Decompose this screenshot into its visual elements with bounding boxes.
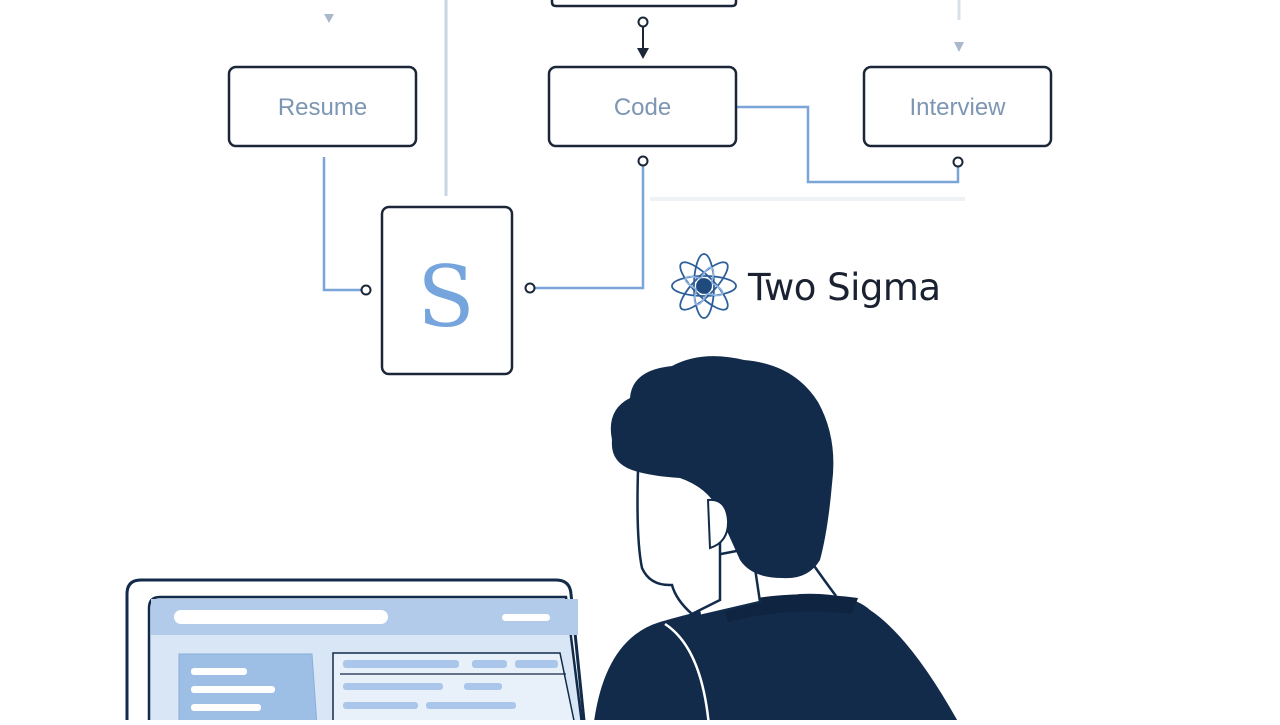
screen-header-pill bbox=[502, 614, 550, 621]
arrow-stub-right bbox=[954, 42, 964, 52]
port-code-bottom bbox=[637, 155, 649, 167]
brand-name: Two Sigma bbox=[747, 266, 941, 309]
connectors bbox=[322, 0, 965, 296]
connector-code-to-s bbox=[534, 166, 645, 290]
node-resume-label: Resume bbox=[278, 94, 367, 121]
person-figure bbox=[593, 356, 960, 725]
port-s-right bbox=[524, 282, 536, 294]
port-interview-bottom bbox=[952, 156, 964, 168]
screen-address-bar bbox=[174, 610, 388, 624]
node-code-label: Code bbox=[614, 94, 671, 121]
arrow-stub-left bbox=[324, 14, 334, 23]
person-hair bbox=[610, 356, 834, 579]
person-shirt bbox=[593, 593, 960, 725]
s-letter: S bbox=[417, 248, 475, 346]
node-top-partial bbox=[550, 0, 738, 8]
node-code: Code bbox=[547, 65, 738, 148]
node-resume: Resume bbox=[227, 65, 418, 148]
laptop bbox=[125, 578, 586, 725]
arrow-down-icon bbox=[637, 48, 649, 59]
node-center-s: S bbox=[380, 205, 514, 376]
port-s-left bbox=[360, 284, 372, 296]
connector-resume-to-s bbox=[322, 157, 362, 292]
person-face bbox=[636, 468, 722, 616]
atom-icon bbox=[671, 253, 737, 319]
node-interview: Interview bbox=[862, 65, 1053, 148]
connector-code-to-interview bbox=[737, 105, 960, 184]
node-interview-label: Interview bbox=[909, 94, 1006, 121]
person-ear bbox=[706, 498, 730, 550]
brand-logo: Two Sigma bbox=[671, 253, 941, 319]
port-top-code bbox=[637, 16, 649, 28]
